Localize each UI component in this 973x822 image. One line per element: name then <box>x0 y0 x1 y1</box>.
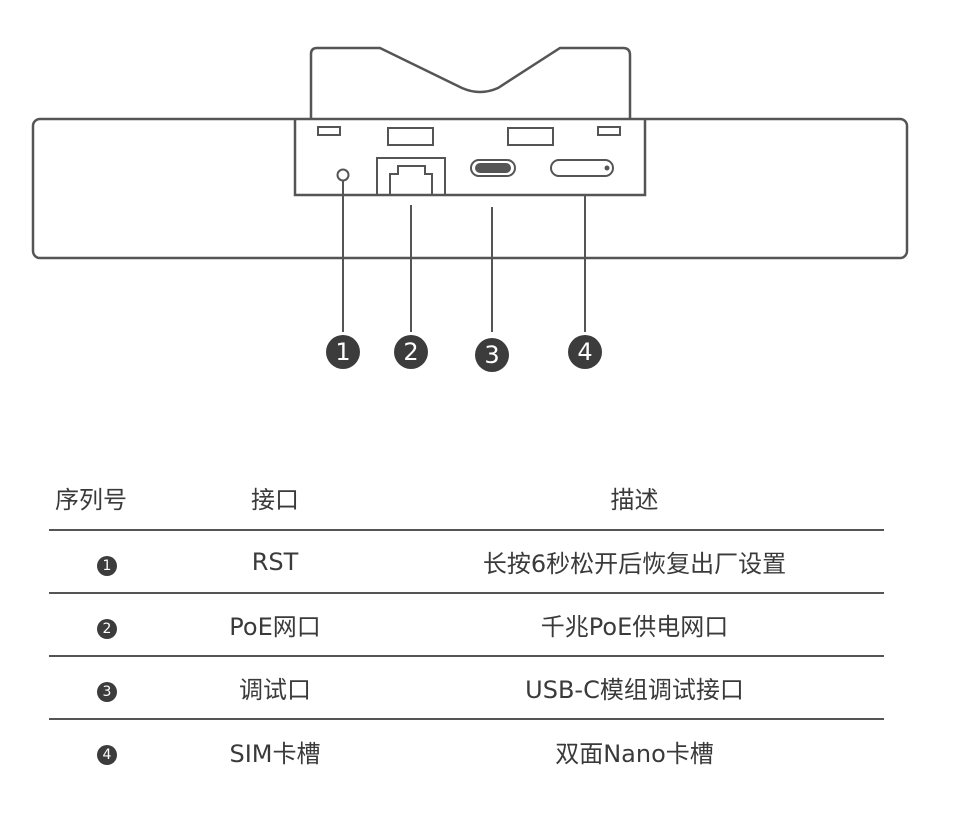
ethernet-port-frame <box>376 157 446 196</box>
table-row: 4 SIM卡槽 双面Nano卡槽 <box>49 719 884 782</box>
table-header-row: 序列号 接口 描述 <box>49 466 884 530</box>
table-row: 3 调试口 USB-C模组调试接口 <box>49 656 884 719</box>
sim-slot-icon <box>550 159 614 177</box>
port-name: RST <box>251 547 299 576</box>
index-badge: 4 <box>97 745 117 765</box>
interface-spec-table: 序列号 接口 描述 1 RST 长按6秒松开后恢复出厂设置 2 PoE网口 千兆… <box>49 466 884 782</box>
port-name: PoE网口 <box>229 613 321 641</box>
port-description: 双面Nano卡槽 <box>555 739 714 768</box>
reset-hole-icon <box>336 168 350 182</box>
port-name: SIM卡槽 <box>229 739 321 768</box>
callout-number: 4 <box>577 338 592 366</box>
callout-3: 3 <box>475 338 509 372</box>
usb-c-port-tongue <box>475 163 511 173</box>
index-badge: 3 <box>97 681 117 702</box>
indicator-slot-right <box>597 126 621 136</box>
port-name: 调试口 <box>239 676 311 704</box>
vent-slot-2 <box>507 127 554 146</box>
callout-number: 3 <box>484 341 499 369</box>
device-diagram: 1 2 3 4 <box>31 46 909 372</box>
callout-4: 4 <box>568 335 602 369</box>
index-badge: 1 <box>97 555 117 576</box>
ethernet-port-icon <box>389 165 433 195</box>
vent-slot-1 <box>387 127 434 146</box>
header-description: 描述 <box>610 486 659 514</box>
port-description: 长按6秒松开后恢复出厂设置 <box>482 550 787 578</box>
device-body <box>31 117 909 260</box>
callout-1: 1 <box>326 335 360 369</box>
sim-eject-hole <box>604 165 610 171</box>
indicator-slot-left <box>317 126 341 136</box>
callout-number: 1 <box>335 338 350 366</box>
mount-bracket <box>309 46 632 120</box>
header-index: 序列号 <box>55 486 127 514</box>
callout-number: 2 <box>403 338 418 366</box>
port-description: 千兆PoE供电网口 <box>540 613 729 641</box>
callout-2: 2 <box>394 335 428 369</box>
port-description: USB-C模组调试接口 <box>525 676 744 704</box>
port-panel <box>293 119 647 197</box>
table-row: 1 RST 长按6秒松开后恢复出厂设置 <box>49 530 884 593</box>
index-badge: 2 <box>97 618 117 639</box>
header-port: 接口 <box>251 486 299 514</box>
table-row: 2 PoE网口 千兆PoE供电网口 <box>49 593 884 656</box>
